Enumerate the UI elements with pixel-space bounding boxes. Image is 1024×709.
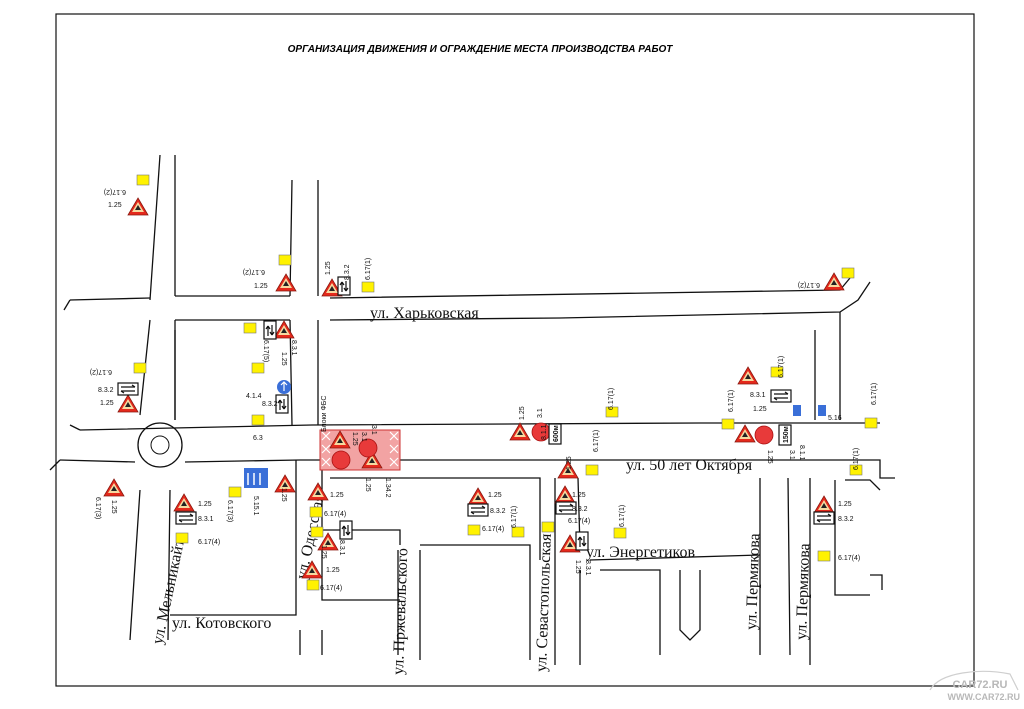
svg-text:8.1.1: 8.1.1 [541,424,548,440]
svg-text:1.25: 1.25 [766,450,773,464]
svg-text:6.17(1): 6.17(1) [365,258,372,280]
svg-text:8.3.2: 8.3.2 [572,506,588,513]
svg-text:8.1.1: 8.1.1 [798,445,805,461]
svg-text:6.17(5): 6.17(5) [262,340,269,362]
svg-text:1.25: 1.25 [519,406,526,420]
svg-text:5.15.1: 5.15.1 [252,496,259,516]
svg-text:6.17(4): 6.17(4) [568,518,590,525]
svg-text:6.17(4): 6.17(4) [198,539,220,546]
svg-text:1.25: 1.25 [280,352,287,366]
svg-text:1.25: 1.25 [566,456,573,470]
svg-text:3.1: 3.1 [360,432,367,442]
roundabout [137,422,183,468]
svg-text:6.17(1): 6.17(1) [728,390,735,412]
svg-text:1.25: 1.25 [254,283,268,290]
svg-text:8.3.1: 8.3.1 [584,560,591,576]
svg-text:1.25: 1.25 [574,560,581,574]
svg-text:6.17(4): 6.17(4) [482,526,504,533]
svg-text:8.3.1: 8.3.1 [338,540,345,556]
svg-text:600м: 600м [553,425,560,442]
svg-text:6.17(2): 6.17(2) [104,188,126,195]
street-50-let-oktyabrya: ул. 50 лет Октября [626,457,753,474]
svg-text:6.17(2): 6.17(2) [243,268,265,275]
svg-text:1.25: 1.25 [330,492,344,499]
svg-text:5.16: 5.16 [828,415,842,422]
svg-text:6.17(2): 6.17(2) [798,281,820,288]
svg-text:3.1: 3.1 [788,450,795,460]
svg-text:8.3.2: 8.3.2 [98,387,114,394]
svg-text:1.25: 1.25 [108,202,122,209]
distance-plates: 600м 150м [548,423,792,446]
svg-text:6.17(4): 6.17(4) [324,511,346,518]
svg-text:150м: 150м [783,426,790,443]
svg-text:1.25: 1.25 [320,545,327,559]
svg-text:1.25: 1.25 [488,492,502,499]
svg-text:8.3.2: 8.3.2 [262,401,278,408]
svg-text:8.3.2: 8.3.2 [838,516,854,523]
svg-text:1.25: 1.25 [753,406,767,413]
svg-text:6.17(2): 6.17(2) [90,368,112,375]
svg-text:1.25: 1.25 [572,492,586,499]
svg-text:6.17(1): 6.17(1) [778,356,785,378]
street-kharkovskaya: ул. Харьковская [370,305,479,322]
svg-text:6.17(1): 6.17(1) [871,383,878,405]
svg-text:3.1: 3.1 [370,425,377,435]
street-permyakova-1: ул. Пермякова [743,533,763,630]
svg-text:6.17(1): 6.17(1) [619,505,626,527]
info-plates [133,174,878,591]
watermark-logo: CAR72.RU [952,679,1007,691]
sign-code-labels: 1.25 6.17(2) 6.17(2) 1.25 1.25 8.3.2 6.1… [90,188,878,592]
svg-text:1.25: 1.25 [326,567,340,574]
street-permyakova-2: ул. Пермякова [793,543,813,640]
blue-info-signs [244,380,826,488]
svg-text:1.25: 1.25 [838,501,852,508]
street-kotovskogo: ул. Котовского [172,615,271,632]
svg-text:6.17(1): 6.17(1) [853,448,860,470]
svg-text:1.34.2: 1.34.2 [384,478,391,498]
svg-text:6.17(4): 6.17(4) [320,585,342,592]
car72-watermark: CAR72.RU WWW.CAR72.RU [929,670,1021,702]
svg-text:8.3.2: 8.3.2 [344,264,351,280]
svg-text:1.25: 1.25 [100,400,114,407]
note-bloki-fbs: Блоки ФБС [321,396,328,432]
svg-text:8.3.1: 8.3.1 [750,392,766,399]
svg-text:1.25: 1.25 [351,432,358,446]
roadwork-warning-signs [103,197,845,579]
svg-text:6.17(1): 6.17(1) [593,430,600,452]
svg-text:8.3.1: 8.3.1 [198,516,214,523]
street-przhevalskogo: ул. Пржевальского [390,548,411,675]
street-sevastopolskaya: ул. Севастопольская [533,533,555,672]
watermark-url: WWW.CAR72.RU [948,692,1021,702]
svg-text:6.17(4): 6.17(4) [838,555,860,562]
sheet-frame [55,13,975,687]
scheme-title: ОРГАНИЗАЦИЯ ДВИЖЕНИЯ И ОГРАЖДЕНИЕ МЕСТА … [288,44,674,55]
svg-text:6.17(1): 6.17(1) [511,506,518,528]
svg-text:1.25: 1.25 [364,478,371,492]
street-energetikov: ул. Энергетиков [586,544,695,561]
svg-text:6.17(3): 6.17(3) [226,500,233,522]
svg-text:1.25: 1.25 [325,261,332,275]
svg-text:6.17(1): 6.17(1) [608,388,615,410]
svg-text:8.3.1: 8.3.1 [290,340,297,356]
svg-text:6.3: 6.3 [253,435,263,442]
svg-text:4.1.4: 4.1.4 [246,393,262,400]
svg-text:3.1: 3.1 [537,408,544,418]
svg-text:8.3.2: 8.3.2 [490,508,506,515]
svg-text:6.17(3): 6.17(3) [94,497,101,519]
svg-text:1.25: 1.25 [198,501,212,508]
svg-text:1.25: 1.25 [280,488,287,502]
svg-text:1.25: 1.25 [110,500,117,514]
